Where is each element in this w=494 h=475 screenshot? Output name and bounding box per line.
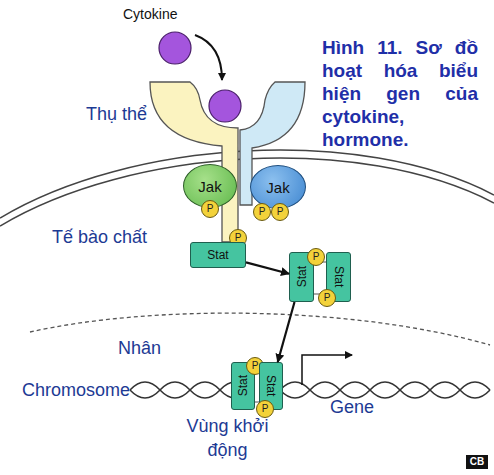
node-text: Stat: [333, 266, 345, 287]
watermark: CB: [466, 455, 488, 469]
part-label: Vùng khởi động: [165, 414, 290, 462]
connector-line: [246, 262, 289, 273]
node-text: Jak: [266, 180, 289, 195]
node-text: Stat: [265, 375, 277, 396]
node-text: P: [277, 207, 284, 217]
phosphate: P: [307, 248, 325, 266]
node-text: P: [207, 204, 214, 214]
node-text: Stat: [296, 266, 308, 287]
arrow-connector: [278, 302, 295, 362]
part-label: Thụ thể: [86, 102, 176, 126]
node-text: P: [313, 252, 320, 262]
phosphate: P: [318, 289, 336, 307]
cytokine-molecule: [159, 32, 191, 64]
region-label: Tế bào chất: [52, 225, 172, 249]
dna-strand: [130, 382, 490, 398]
node-text: Jak: [198, 179, 221, 194]
node-text: Stat: [207, 249, 228, 261]
phosphate: P: [256, 400, 274, 418]
region-label: Nhân: [118, 336, 188, 360]
node-text: P: [259, 207, 266, 217]
part-label: Chromosome: [22, 378, 162, 402]
dna-strand: [130, 382, 490, 398]
node-text: Stat: [237, 375, 249, 396]
phosphate: P: [271, 203, 289, 221]
part-label: Gene: [330, 395, 400, 419]
node-text: P: [252, 361, 259, 371]
cytokine-bound: [209, 90, 241, 122]
nuclear-envelope: [30, 313, 490, 345]
stat-protein: Stat: [190, 242, 246, 268]
node-text: P: [262, 404, 269, 414]
figure-caption: Hình 11. Sơ đồ hoạt hóa biểu hiện gen củ…: [322, 36, 478, 151]
phosphate: P: [201, 200, 219, 218]
binding-arrow: [195, 35, 222, 80]
transcription-arrow: [302, 355, 352, 385]
connector-line: [278, 302, 295, 362]
molecule-label: Cytokine: [123, 2, 213, 26]
arrow-connector: [246, 262, 289, 273]
node-text: P: [324, 293, 331, 303]
phosphate: P: [253, 203, 271, 221]
